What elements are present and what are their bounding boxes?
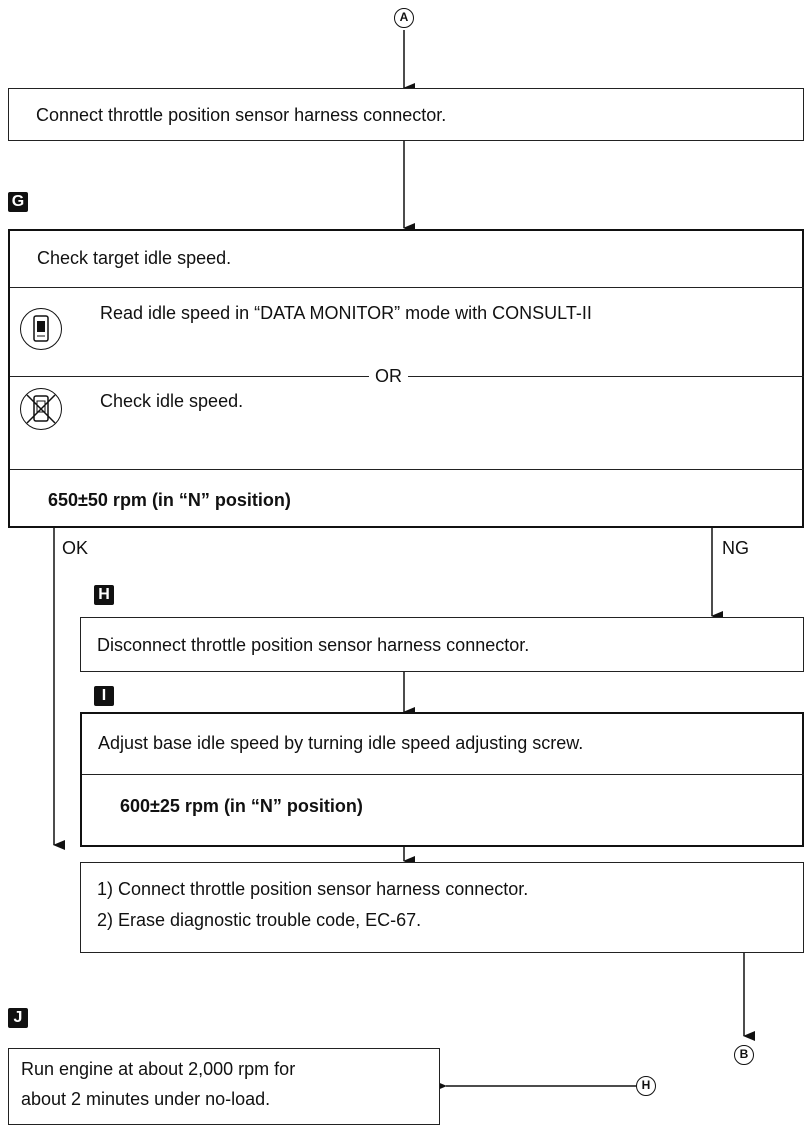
no-consult-tool-icon bbox=[20, 388, 62, 430]
box-run-engine: Run engine at about 2,000 rpm for about … bbox=[8, 1048, 440, 1125]
box-disconnect-tps: Disconnect throttle position sensor harn… bbox=[80, 617, 804, 672]
box-connect-erase: 1) Connect throttle position sensor harn… bbox=[80, 862, 804, 953]
base-idle-spec: 600±25 rpm (in “N” position) bbox=[120, 796, 363, 816]
branch-ng-label: NG bbox=[722, 538, 749, 558]
branch-ok-label: OK bbox=[62, 538, 89, 558]
or-label: OR bbox=[369, 365, 408, 387]
run-engine-line2: about 2 minutes under no-load. bbox=[21, 1089, 271, 1109]
connector-h: H bbox=[636, 1076, 656, 1096]
step-marker-h: H bbox=[94, 585, 114, 605]
adjust-idle-text: Adjust base idle speed by turning idle s… bbox=[98, 733, 584, 753]
connect-erase-line2: 2) Erase diagnostic trouble code, EC-67. bbox=[97, 910, 422, 930]
run-engine-line1: Run engine at about 2,000 rpm for bbox=[21, 1059, 296, 1079]
box-check-idle: Check target idle speed. Read idle speed… bbox=[8, 229, 804, 528]
option-no-consult-text: Check idle speed. bbox=[100, 391, 244, 411]
consult-tool-icon bbox=[20, 308, 62, 350]
target-idle-spec: 650±50 rpm (in “N” position) bbox=[48, 490, 291, 510]
step-marker-j: J bbox=[8, 1008, 28, 1028]
box-connect-tps: Connect throttle position sensor harness… bbox=[8, 88, 804, 141]
divider bbox=[82, 774, 804, 775]
divider bbox=[10, 469, 804, 470]
connector-b: B bbox=[734, 1045, 754, 1065]
connect-erase-line1: 1) Connect throttle position sensor harn… bbox=[97, 879, 529, 899]
box-disconnect-tps-text: Disconnect throttle position sensor harn… bbox=[97, 635, 530, 655]
divider bbox=[10, 287, 804, 288]
check-idle-title: Check target idle speed. bbox=[37, 248, 232, 268]
option-consult-text: Read idle speed in “DATA MONITOR” mode w… bbox=[100, 303, 592, 323]
step-marker-g: G bbox=[8, 192, 28, 212]
connector-a: A bbox=[394, 8, 414, 28]
step-marker-i: I bbox=[94, 686, 114, 706]
box-adjust-idle: Adjust base idle speed by turning idle s… bbox=[80, 712, 804, 847]
box-connect-tps-text: Connect throttle position sensor harness… bbox=[36, 105, 447, 125]
